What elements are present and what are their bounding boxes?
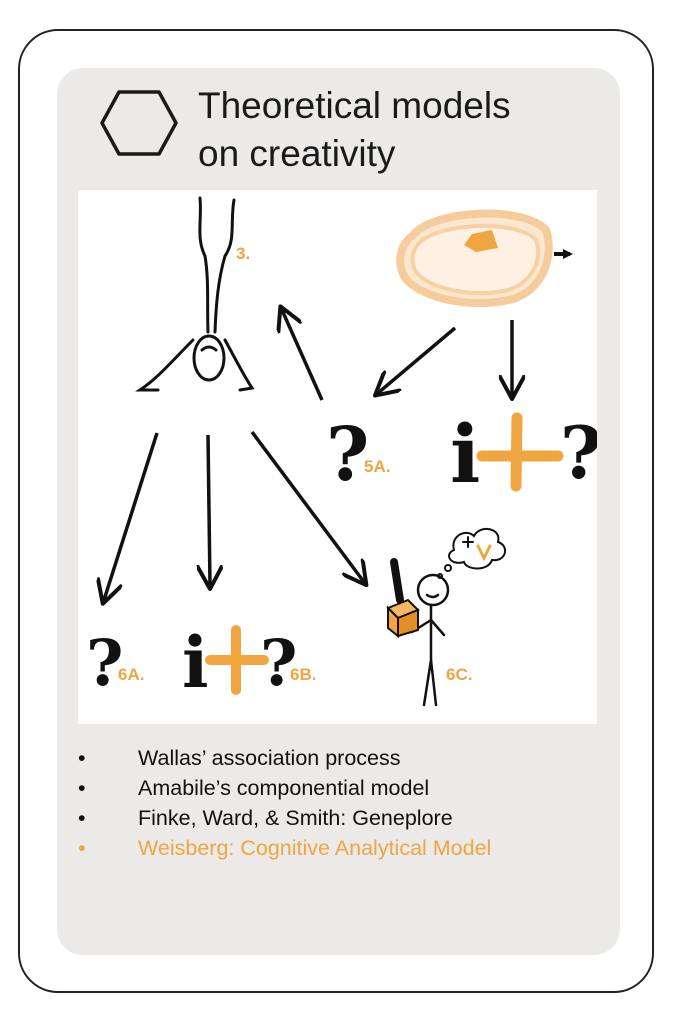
model-list: •Wallas’ association process •Amabile’s … <box>78 743 491 863</box>
list-item: •Finke, Ward, & Smith: Geneplore <box>78 803 491 833</box>
svg-text:i: i <box>182 621 209 704</box>
info-plus-question-6b: i ? <box>182 621 298 704</box>
label-3: 3. <box>236 244 250 264</box>
arrow-to-6b <box>208 435 210 585</box>
question-6a: ? <box>86 626 124 701</box>
upside-down-figure <box>140 198 252 390</box>
orange-box <box>388 600 418 636</box>
label-6c: 6C. <box>446 665 472 685</box>
illustration: ? i ? ? i ? <box>78 190 597 724</box>
label-5a: 5A. <box>364 457 390 477</box>
arrow-to-6a <box>104 433 157 600</box>
idea-cloud <box>400 214 549 304</box>
question-5a: ? <box>326 412 369 498</box>
title-line-1: Theoretical models <box>198 85 511 126</box>
title-line-2: on creativity <box>198 133 395 174</box>
label-6a: 6A. <box>118 665 144 685</box>
illustration-drawing: ? i ? ? i ? <box>78 190 597 724</box>
label-6b: 6B. <box>290 665 316 685</box>
svg-text:?: ? <box>560 410 597 495</box>
arrow-5a-up <box>282 310 322 400</box>
info-plus-question-right: i ? <box>450 407 597 501</box>
list-item-highlighted: •Weisberg: Cognitive Analytical Model <box>78 833 491 863</box>
list-item: •Amabile’s componential model <box>78 773 491 803</box>
arrow-to-5a <box>378 328 455 393</box>
svg-text:i: i <box>450 407 480 501</box>
list-item: •Wallas’ association process <box>78 743 491 773</box>
hexagon-icon <box>99 88 179 158</box>
card-title: Theoretical models on creativity <box>198 82 511 178</box>
svg-text:?: ? <box>260 626 298 701</box>
